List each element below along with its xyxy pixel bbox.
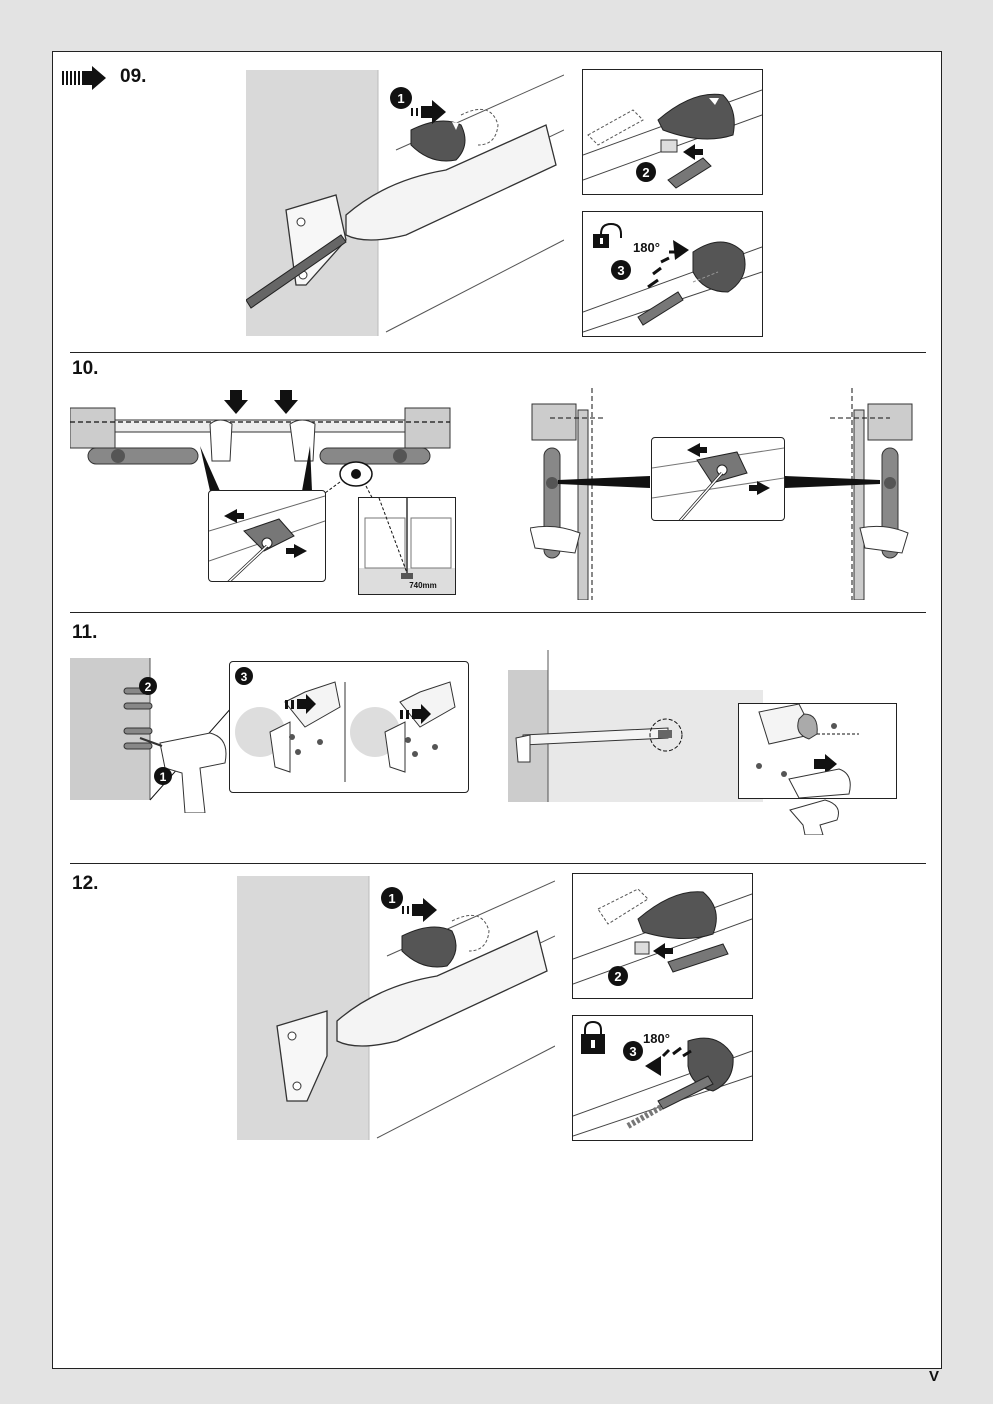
step-09-callout-1: 1 [397, 91, 404, 106]
unlock-icon [593, 222, 622, 248]
step-11-gate-detail [738, 703, 897, 799]
step-11-callout-3: 3 [241, 670, 248, 684]
step-11-gate-illustration [508, 650, 763, 802]
step-09-callout-3: 3 [617, 263, 624, 278]
step-11-callout-2: 2 [145, 680, 152, 694]
hand-icon [209, 419, 316, 462]
step-12-callout-1: 1 [388, 891, 395, 906]
step-12-angle-label: 180° [643, 1031, 670, 1046]
step-09-callout-2: 2 [642, 165, 649, 180]
step-11-wall-drill: 2 1 [70, 658, 240, 813]
step-09-main-illustration: 1 [246, 70, 564, 336]
step-12-number: 12. [72, 873, 99, 894]
step-12-detail-3: 180° 3 [572, 1015, 753, 1141]
step-12-detail-2: 2 [572, 873, 753, 999]
step-09-angle-label: 180° [633, 240, 660, 255]
step-12-main-illustration: 1 [237, 876, 555, 1140]
step-10-detail-zoom [208, 490, 326, 582]
step-10-number: 10. [72, 358, 99, 379]
divider-step-11 [70, 612, 926, 613]
step-12-callout-3: 3 [629, 1044, 636, 1059]
step-11-callout-1: 1 [160, 770, 167, 784]
step-11-number: 11. [72, 622, 98, 643]
page-number: V [928, 1368, 939, 1385]
step-10-measure-box: 740mm [358, 497, 456, 595]
lock-icon [581, 1020, 605, 1054]
step-11-drill-tail [785, 780, 845, 835]
eye-icon [339, 461, 373, 487]
step-10-measure-label: 740mm [409, 581, 437, 590]
step-09-detail-2: 2 [582, 69, 763, 195]
divider-step-10 [70, 352, 926, 353]
arrow-right-icon [62, 66, 108, 90]
step-09-number: 09. [120, 66, 147, 87]
step-09-detail-3: 180° 3 [582, 211, 763, 337]
drill-icon [139, 732, 227, 813]
step-12-callout-2: 2 [614, 969, 621, 984]
divider-step-12 [70, 863, 926, 864]
step-11-detail-3: 3 [229, 661, 469, 793]
step-10-right-detail [651, 437, 785, 521]
